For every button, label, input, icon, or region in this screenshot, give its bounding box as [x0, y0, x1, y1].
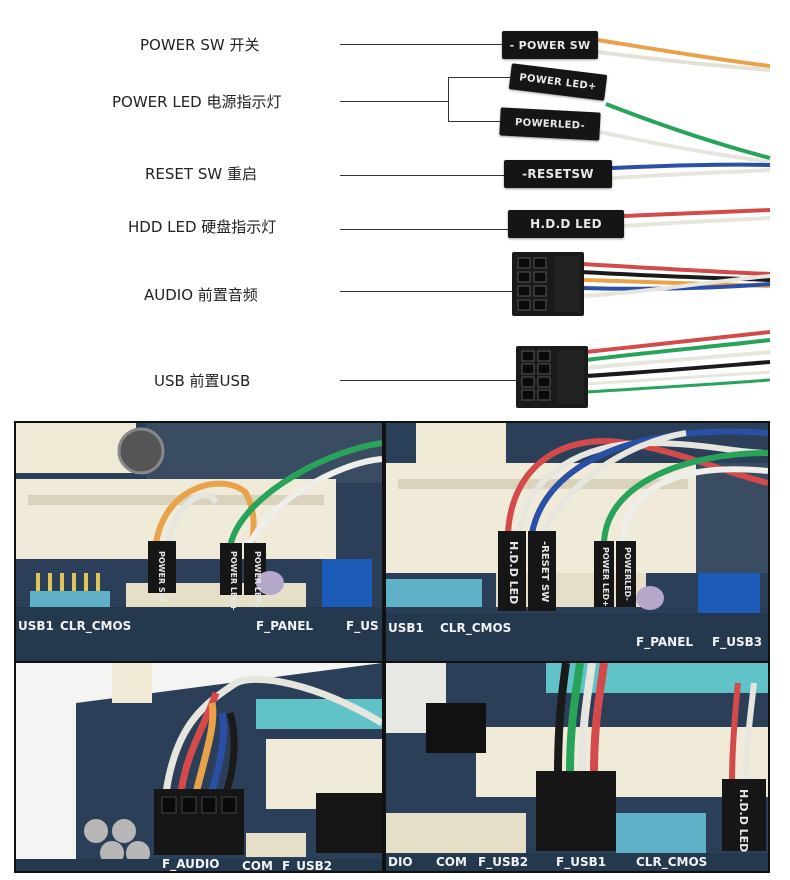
label-usb: USB 前置USB [154, 372, 251, 390]
silk-clr-cmos-br: CLR_CMOS [636, 855, 708, 869]
silk-f-panel: F_PANEL [256, 619, 314, 633]
plug-label-power-led-minus-right: POWERLED- [623, 547, 632, 601]
silk-f-usb2: F_USB2 [282, 859, 333, 873]
leader-line-audio [340, 291, 514, 292]
plug-label-power-led-plus-right: POWER LED+ [601, 547, 610, 607]
bracket-bottom [448, 121, 500, 122]
plug-reset-sw: -RESETSW [504, 160, 612, 188]
label-hdd-led: HDD LED 硬盘指示灯 [128, 218, 277, 236]
leader-line-hdd-led [340, 229, 508, 230]
bracket-top [448, 77, 510, 78]
silk-com-br: COM [436, 855, 467, 869]
plug-power-led-minus: POWERLED- [499, 107, 601, 141]
photo-audio-header: F_AUDIO COM F_USB2 [14, 661, 384, 873]
label-reset-sw: RESET SW 重启 [145, 165, 257, 183]
connector-diagram: POWER SW 开关 POWER LED 电源指示灯 RESET SW 重启 … [0, 0, 790, 410]
label-audio: AUDIO 前置音频 [144, 286, 258, 304]
silk-usb1: USB1 [18, 619, 54, 633]
silk-f-us: F_US [346, 619, 379, 633]
leader-line-usb [340, 380, 516, 381]
plug-power-sw: - POWER SW [502, 31, 598, 59]
silk-f-usb2-br: F_USB2 [478, 855, 529, 869]
leader-line-power-led [340, 101, 448, 102]
wire-bundle [581, 38, 771, 394]
photo-front-panel-left: POWER SW POWER LED+ POWER LED- USB1 CLR_… [14, 421, 384, 663]
plug-label-power-led-plus: POWER LED+ [229, 551, 238, 611]
silk-clr-cmos: CLR_CMOS [60, 619, 132, 633]
silk-usb1-right: USB1 [388, 621, 424, 635]
leader-line-power-sw [340, 44, 502, 45]
plug-hdd-led: H.D.D LED [508, 210, 624, 238]
silk-dio: DIO [388, 855, 413, 869]
label-power-sw: POWER SW 开关 [140, 36, 260, 54]
leader-line-reset-sw [340, 175, 504, 176]
plug-label-power-sw: POWER SW [157, 551, 166, 602]
photo-usb-header: H.D.D LED DIO COM F_USB2 F_USB1 CLR_CMOS [384, 661, 770, 873]
silk-f-usb1: F_USB1 [556, 855, 607, 869]
plug-label-reset-sw: -RESET SW [539, 541, 550, 603]
photo-front-panel-right: H.D.D LED -RESET SW POWER LED+ POWERLED-… [384, 421, 770, 663]
silk-f-panel-right: F_PANEL [636, 635, 694, 649]
plug-usb [516, 346, 588, 408]
plug-label-hdd-led-br: H.D.D LED [737, 789, 750, 853]
plug-label-hdd-led: H.D.D LED [507, 541, 520, 605]
bracket-power-led [448, 77, 449, 121]
silk-clr-cmos-right: CLR_CMOS [440, 621, 512, 635]
silk-com: COM [242, 859, 273, 873]
silk-f-usb3: F_USB3 [712, 635, 763, 649]
plug-label-power-led-minus: POWER LED- [253, 551, 262, 608]
label-power-led: POWER LED 电源指示灯 [112, 93, 282, 111]
silk-f-audio: F_AUDIO [162, 857, 220, 871]
plug-audio [512, 252, 584, 316]
